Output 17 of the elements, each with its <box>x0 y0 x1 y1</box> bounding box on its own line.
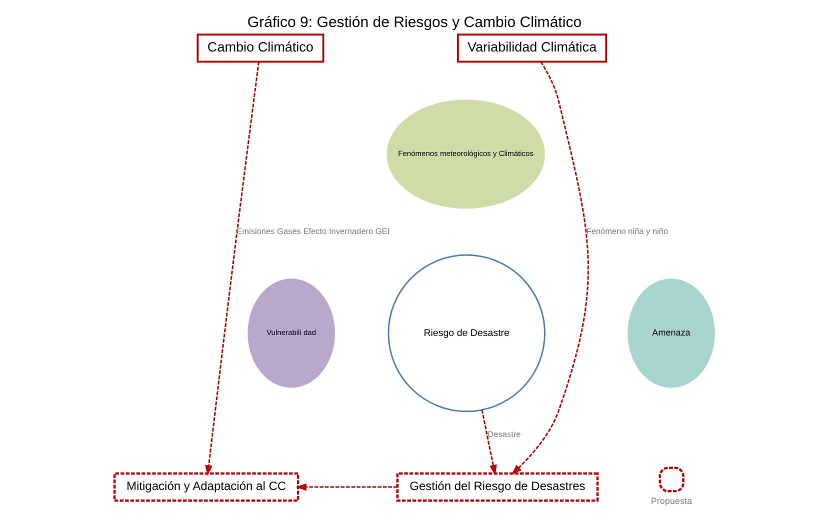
node-box: Gestión del Riesgo de Desastres <box>396 472 598 502</box>
edge-label: Desastre <box>487 429 520 438</box>
node-box: Cambio Climático <box>196 33 324 62</box>
arrow <box>295 482 397 490</box>
node-ellipse: Fenómenos meteorológicos y Climáticos <box>386 99 544 208</box>
node-ellipse: Amenaza <box>627 278 714 388</box>
node-circle: Riesgo de Desastre <box>387 254 546 412</box>
node-box: Mitigación y Adaptación al CC <box>112 472 299 502</box>
arrow <box>480 409 496 475</box>
arrow <box>510 60 588 474</box>
arrow <box>204 61 260 476</box>
node-ellipse: Vulnerabili dad <box>247 278 334 388</box>
edge-label: Emisiones Gases Efecto Invernadero GEI <box>236 226 390 236</box>
diagram-title: Gráfico 9: Gestión de Riesgos y Cambio Climático <box>246 14 582 31</box>
legend-label: Propuesta <box>650 496 692 506</box>
edge-label: Fenómeno niña y niño <box>586 226 668 236</box>
node-box: Variabilidad Climática <box>456 33 607 62</box>
